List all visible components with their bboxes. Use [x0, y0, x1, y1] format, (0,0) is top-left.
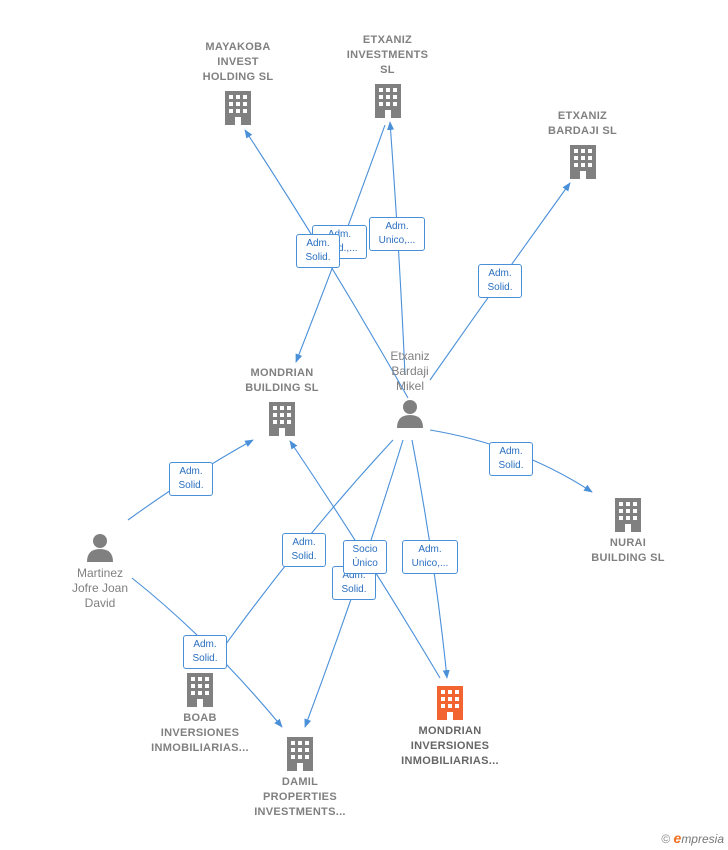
building-icon: [615, 498, 641, 532]
edge-label[interactable]: Adm. Solid.: [183, 635, 227, 669]
company-node-mayakoba[interactable]: MAYAKOBA INVEST HOLDING SL: [188, 40, 288, 125]
company-node-nurai[interactable]: NURAI BUILDING SL: [580, 496, 676, 566]
building-icon: [225, 91, 251, 125]
edge-label[interactable]: Adm. Solid.: [296, 234, 340, 268]
company-label: NURAI BUILDING SL: [591, 537, 665, 564]
person-label: Martinez Jofre Joan David: [71, 566, 129, 610]
company-label: BOAB INVERSIONES INMOBILIARIAS...: [151, 712, 249, 754]
edge-label[interactable]: Adm. Solid.: [169, 462, 213, 496]
edge-label[interactable]: Adm. Unico,...: [402, 540, 458, 574]
building-icon: [269, 402, 295, 436]
edge-label[interactable]: Adm. Solid.: [478, 264, 522, 298]
brand-name: mpresia: [681, 832, 724, 846]
person-icon: [397, 400, 423, 428]
company-node-mondrian-inversiones[interactable]: MONDRIAN INVERSIONES INMOBILIARIAS...: [385, 684, 515, 769]
building-icon: [374, 84, 401, 118]
footer-credit: © empresia: [661, 830, 724, 846]
edge-label[interactable]: Socio Único: [343, 540, 387, 574]
edge-label[interactable]: Adm. Unico,...: [369, 217, 425, 251]
company-label: MONDRIAN BUILDING SL: [245, 367, 319, 394]
company-node-etxaniz-bardaji[interactable]: ETXANIZ BARDAJI SL: [535, 109, 630, 179]
edge-label[interactable]: Adm. Solid.: [489, 442, 533, 476]
person-node-martinez-jofre-joan-david[interactable]: Martinez Jofre Joan David: [60, 532, 140, 611]
building-icon: [187, 673, 213, 707]
company-node-damil[interactable]: DAMIL PROPERTIES INVESTMENTS...: [240, 735, 360, 820]
person-label: Etxaniz Bardaji Mikel: [390, 349, 430, 393]
person-node-etxaniz-bardaji-mikel[interactable]: Etxaniz Bardaji Mikel: [370, 349, 450, 428]
building-icon: [287, 737, 313, 771]
building-icon: [437, 686, 463, 720]
company-label: MONDRIAN INVERSIONES INMOBILIARIAS...: [401, 725, 499, 767]
edge-label[interactable]: Adm. Solid.: [282, 533, 326, 567]
company-node-etxaniz-investments[interactable]: ETXANIZ INVESTMENTS SL: [335, 33, 440, 118]
company-node-boab[interactable]: BOAB INVERSIONES INMOBILIARIAS...: [140, 671, 260, 756]
company-label: MAYAKOBA INVEST HOLDING SL: [202, 41, 274, 83]
company-label: DAMIL PROPERTIES INVESTMENTS...: [254, 776, 346, 818]
brand-logo-initial: e: [673, 830, 682, 846]
copyright-symbol: ©: [661, 832, 671, 846]
building-icon: [569, 145, 596, 179]
person-icon: [87, 534, 113, 562]
company-node-mondrian-building[interactable]: MONDRIAN BUILDING SL: [232, 366, 332, 436]
company-label: ETXANIZ BARDAJI SL: [547, 110, 617, 137]
edge-etxaniz-to-etxaniz-inv: [387, 121, 406, 376]
company-label: ETXANIZ INVESTMENTS SL: [346, 34, 429, 76]
